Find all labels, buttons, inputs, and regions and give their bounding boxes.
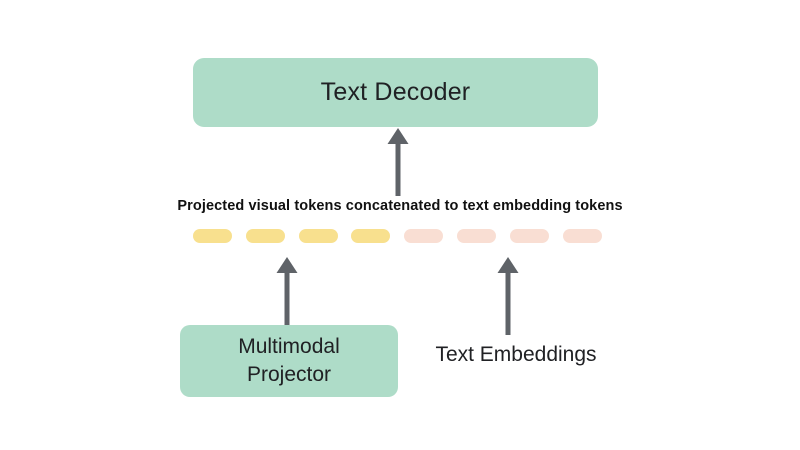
- text-decoder-box: Text Decoder: [193, 58, 598, 127]
- arrow-projector-to-tokens-icon: [275, 257, 299, 327]
- token-pill-text-2: [457, 229, 496, 243]
- arrow-tokens-to-decoder-icon: [386, 128, 410, 196]
- token-pill-visual-2: [245, 229, 285, 243]
- token-pill-visual-3: [298, 229, 338, 243]
- text-embeddings-label: Text Embeddings: [435, 343, 597, 366]
- token-pill-text-1: [404, 229, 444, 243]
- arrow-text-embeddings-to-tokens-icon: [496, 257, 520, 335]
- token-pill-text-4: [563, 229, 602, 243]
- caption-text: Projected visual tokens concatenated to …: [177, 198, 623, 214]
- token-pill-text-3: [509, 229, 549, 243]
- text-decoder-label: Text Decoder: [320, 77, 471, 106]
- token-pill-visual-1: [193, 229, 232, 243]
- multimodal-projector-label: Multimodal Projector: [238, 334, 340, 386]
- multimodal-projector-box: Multimodal Projector: [180, 325, 398, 397]
- token-row: [193, 229, 602, 243]
- token-pill-visual-4: [351, 229, 391, 243]
